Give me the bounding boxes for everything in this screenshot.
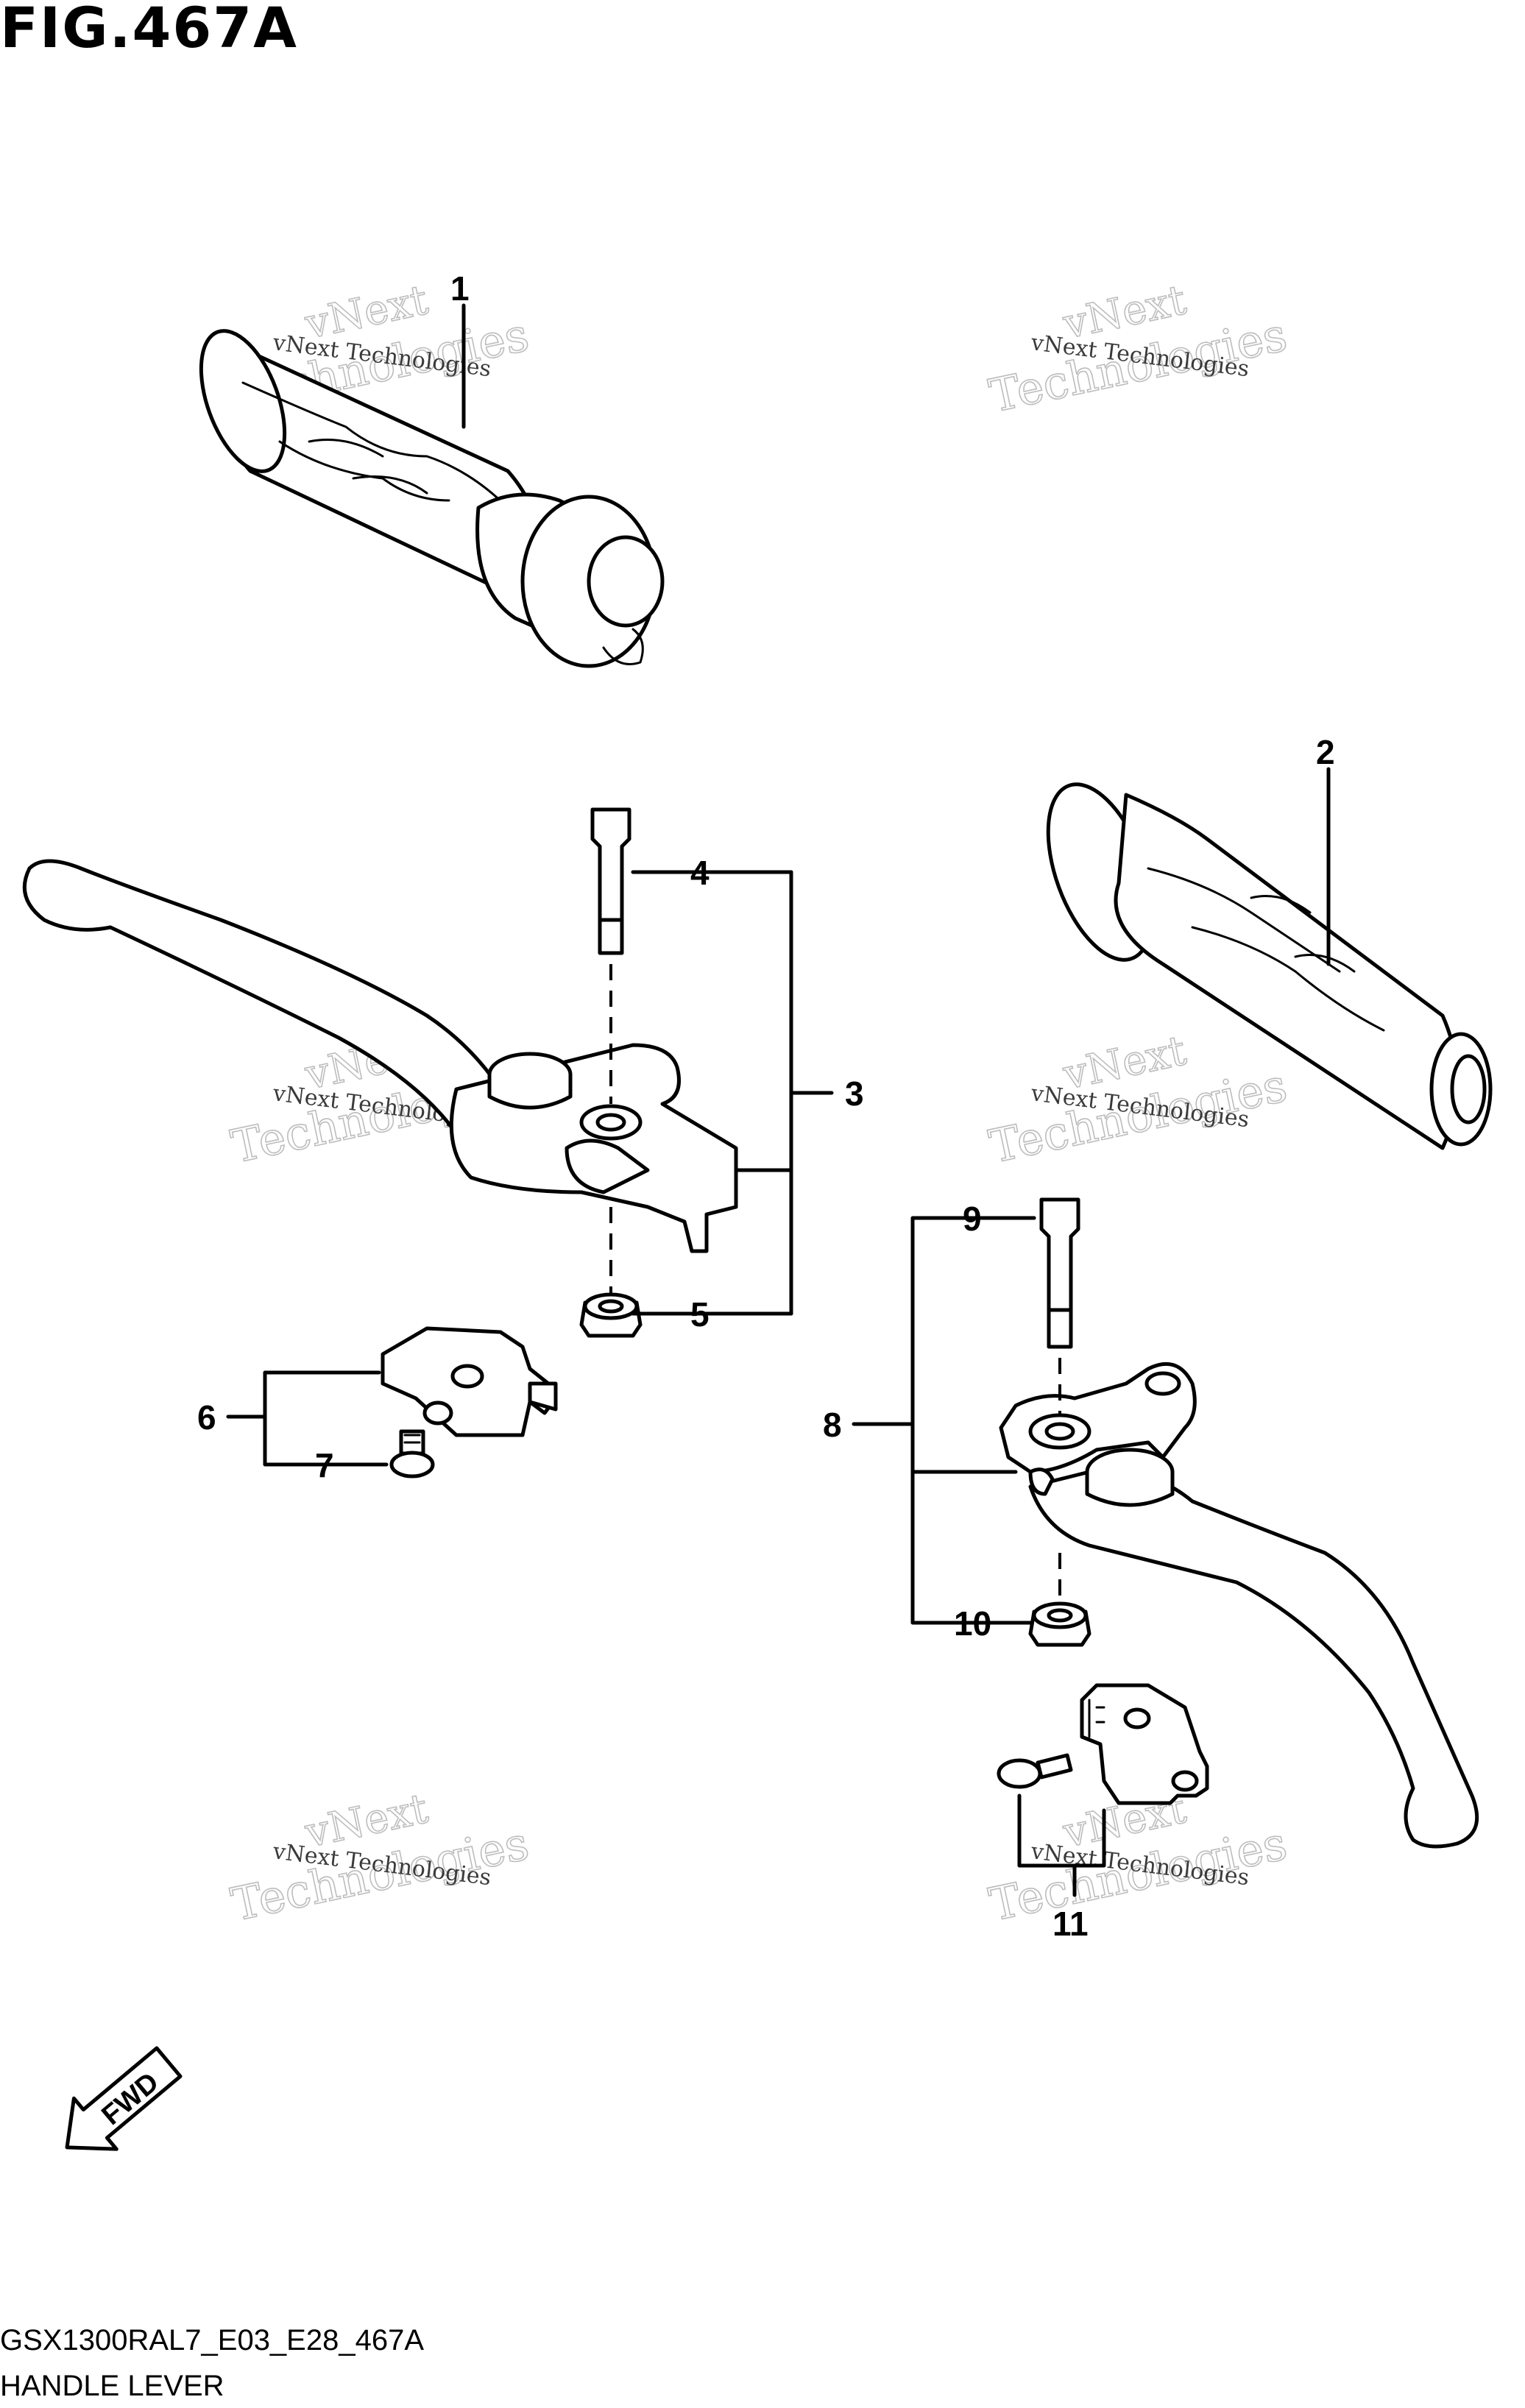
part-2-right-grip (1046, 782, 1493, 1150)
part-10-nut (1028, 1601, 1091, 1647)
diagram-code: GSX1300RAL7_E03_E28_467A (0, 2324, 425, 2356)
callout-10: 10 (954, 1604, 991, 1643)
watermark-bottom-left: vNext Technologies vNext Technologies (226, 1784, 534, 1932)
part-7-screw (389, 1429, 435, 1479)
callout-9: 9 (963, 1200, 982, 1238)
fwd-direction-marker: FWD (65, 2046, 183, 2151)
leader-bracket-8 (910, 1216, 1036, 1625)
part-3-clutch-lever (22, 859, 738, 1253)
callout-1: 1 (450, 269, 470, 308)
part-6-clutch-switch (381, 1326, 558, 1437)
part-4-pivot-bolt (590, 807, 631, 955)
callout-2: 2 (1316, 733, 1335, 771)
part-1-left-grip (199, 329, 665, 668)
callout-7: 7 (315, 1446, 334, 1484)
watermark-bottom-right: vNext Technologies vNext Technologies (984, 1784, 1292, 1932)
watermark-middle-right: vNext Technologies vNext Technologies (984, 1026, 1292, 1174)
diagram-name: HANDLE LEVER (0, 2370, 224, 2402)
callout-5: 5 (690, 1295, 710, 1334)
leader-bracket-11 (1017, 1793, 1106, 1868)
figure-title: FIG.467A (0, 0, 298, 60)
callout-8: 8 (823, 1406, 842, 1444)
part-8-brake-lever (999, 1361, 1479, 1849)
callout-6: 6 (197, 1398, 216, 1437)
part-11-screw (997, 1753, 1073, 1789)
part-9-pivot-bolt (1039, 1197, 1080, 1349)
part-11-brake-switch (1080, 1683, 1209, 1805)
callout-4: 4 (690, 854, 710, 892)
part-5-nut (579, 1292, 643, 1338)
callout-3: 3 (845, 1074, 864, 1113)
watermark-top-right: vNext Technologies vNext Technologies (984, 275, 1292, 423)
callout-11: 11 (1052, 1905, 1089, 1943)
